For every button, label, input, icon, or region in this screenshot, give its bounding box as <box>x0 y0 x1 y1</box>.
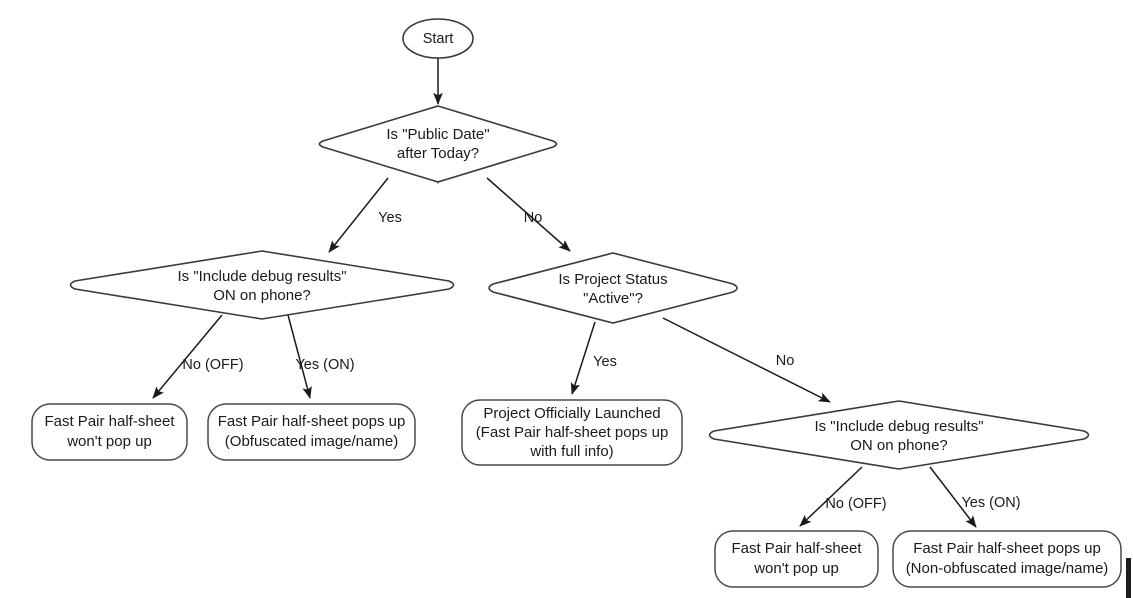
edge-public-date-no <box>486 177 571 252</box>
project-status-diamond <box>488 252 738 324</box>
left-on-rect <box>207 403 416 461</box>
node-start[interactable]: Start <box>402 18 474 59</box>
public-date-diamond <box>318 105 558 184</box>
edge-label-debug-right-on: Yes (ON) <box>961 495 1020 511</box>
left-off-line2: won't pop up <box>66 433 152 450</box>
public-date-line1: Is "Public Date" <box>386 126 489 143</box>
public-date-line2: after Today? <box>397 145 479 162</box>
edge-label-debug-left-on: Yes (ON) <box>295 357 354 373</box>
node-left-off-result[interactable]: Fast Pair half-sheet won't pop up <box>31 403 188 461</box>
edge-debug-right-off <box>799 466 863 527</box>
node-public-date-decision[interactable]: Is "Public Date" after Today? <box>318 105 558 184</box>
edge-project-status-no <box>662 317 831 403</box>
edge-label-project-status-no: No <box>776 353 795 369</box>
edge-label-debug-right-off: No (OFF) <box>825 496 886 512</box>
edges-layer <box>152 58 977 528</box>
node-right-off-result[interactable]: Fast Pair half-sheet won't pop up <box>714 530 879 588</box>
start-label: Start <box>423 31 454 47</box>
edge-public-date-yes <box>328 177 389 253</box>
launched-line1: Project Officially Launched <box>483 405 660 422</box>
node-right-on-result[interactable]: Fast Pair half-sheet pops up (Non-obfusc… <box>892 530 1122 588</box>
project-status-line1: Is Project Status <box>558 271 667 288</box>
edge-label-public-date-no: No <box>524 210 543 226</box>
node-launched-result[interactable]: Project Officially Launched (Fast Pair h… <box>461 399 683 466</box>
edge-project-status-yes <box>570 321 596 395</box>
edge-debug-right-on <box>929 466 977 528</box>
right-edge-artifact <box>1126 558 1131 598</box>
node-debug-right-decision[interactable]: Is "Include debug results" ON on phone? <box>708 400 1090 470</box>
debug-right-line1: Is "Include debug results" <box>814 418 983 435</box>
left-off-line1: Fast Pair half-sheet <box>44 413 175 430</box>
project-status-line2: "Active"? <box>583 290 643 307</box>
debug-right-line2: ON on phone? <box>850 437 948 454</box>
debug-right-diamond <box>708 400 1090 470</box>
right-off-line1: Fast Pair half-sheet <box>731 540 862 557</box>
debug-left-line1: Is "Include debug results" <box>177 268 346 285</box>
edge-label-project-status-yes: Yes <box>593 354 617 370</box>
left-off-rect <box>31 403 188 461</box>
edge-labels-layer: Yes No No (OFF) Yes (ON) Yes No No (OFF)… <box>182 210 1020 512</box>
right-off-line2: won't pop up <box>753 560 839 577</box>
launched-line2: (Fast Pair half-sheet pops up <box>476 424 669 441</box>
right-on-line1: Fast Pair half-sheet pops up <box>913 540 1101 557</box>
debug-left-diamond <box>69 250 455 320</box>
right-off-rect <box>714 530 879 588</box>
left-on-line2: (Obfuscated image/name) <box>225 433 398 450</box>
node-debug-left-decision[interactable]: Is "Include debug results" ON on phone? <box>69 250 455 320</box>
edge-debug-left-off <box>152 314 223 399</box>
left-on-line1: Fast Pair half-sheet pops up <box>218 413 406 430</box>
right-on-line2: (Non-obfuscated image/name) <box>906 560 1109 577</box>
right-on-rect <box>892 530 1122 588</box>
launched-rect <box>461 399 683 466</box>
start-ellipse <box>402 18 474 59</box>
node-project-status-decision[interactable]: Is Project Status "Active"? <box>488 252 738 324</box>
debug-left-line2: ON on phone? <box>213 287 311 304</box>
edge-label-debug-left-off: No (OFF) <box>182 357 243 373</box>
launched-line3: with full info) <box>529 443 613 460</box>
edge-label-public-date-yes: Yes <box>378 210 402 226</box>
edge-debug-left-on <box>287 314 312 399</box>
node-left-on-result[interactable]: Fast Pair half-sheet pops up (Obfuscated… <box>207 403 416 461</box>
